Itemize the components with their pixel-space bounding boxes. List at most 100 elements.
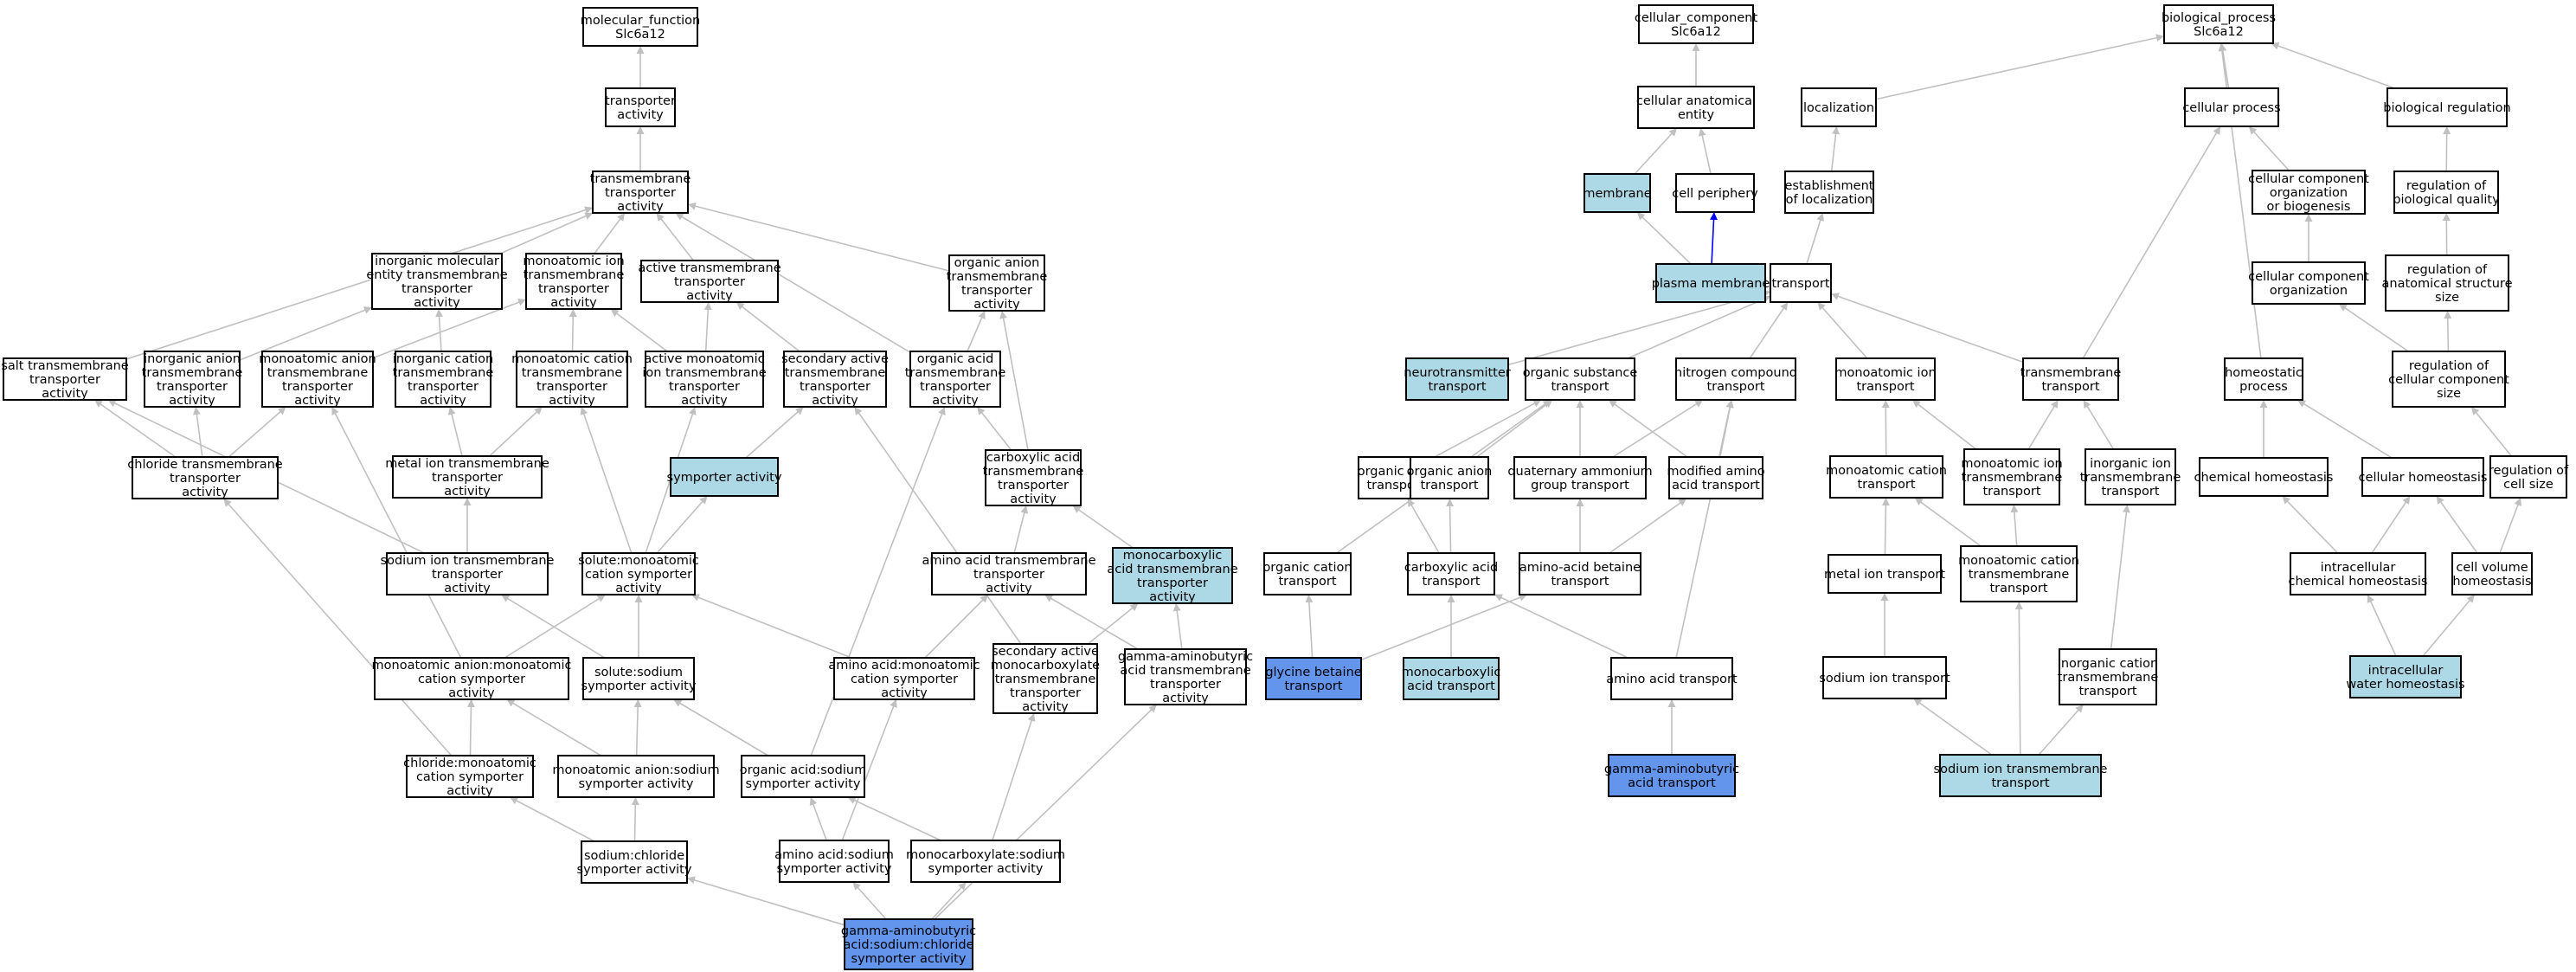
go-term-label-line: transport — [2102, 485, 2160, 499]
is-a-edge — [2443, 126, 2451, 172]
is-a-edge — [466, 698, 475, 756]
is-a-edge — [1911, 399, 1977, 450]
edge-aamonocation-to-solutemonocation — [691, 594, 852, 659]
is-a-edge — [2367, 594, 2397, 657]
edge-orgacidtransport-to-orgsubst — [1432, 399, 1542, 459]
go-term-label-line: organic acid:sodium — [740, 763, 866, 777]
go-term-label-line: entity — [1678, 108, 1715, 122]
go-term-label-line: transporter — [170, 472, 241, 486]
go-term-box — [1939, 754, 2102, 797]
edge-glycinebetaine-to-aabetaine — [1360, 594, 1528, 661]
edge-gabasodiumchloride-to-gabatm — [934, 704, 1158, 920]
go-term-label-line: establishment — [1785, 179, 1874, 193]
is-a-edge — [672, 698, 769, 756]
go-term-box — [645, 351, 764, 408]
is-a-edge — [2027, 399, 2059, 450]
edge-orgaaniontransport-to-orgsubst — [1476, 399, 1553, 458]
go-term-label-line: activity — [446, 784, 493, 798]
go-term-box — [1124, 648, 1247, 705]
is-a-edge — [228, 406, 287, 458]
go-term-label-line: process — [2239, 380, 2288, 394]
go-term-box — [1668, 456, 1763, 499]
go-term-node-organion: organic aniontransmembranetransporteract… — [947, 254, 1047, 312]
go-term-box — [581, 840, 688, 884]
go-term-label-line: carboxylic acid — [986, 451, 1080, 465]
go-term-label-line: activity — [444, 485, 491, 499]
go-term-label-line: modified amino — [1667, 465, 1764, 479]
go-term-label-line: regulation of — [2406, 179, 2487, 193]
go-term-label-line: activity — [448, 686, 495, 700]
go-term-label-line: cellular component — [2248, 270, 2369, 284]
go-term-label-line: transporter — [674, 275, 745, 289]
go-term-box — [2386, 87, 2508, 127]
is-a-edge — [1675, 399, 1734, 659]
edge-chloridemonocation-to-monoanionmonocation — [466, 698, 475, 756]
go-term-box — [985, 449, 1082, 506]
go-term-box — [1801, 87, 1877, 127]
is-a-edge — [1305, 594, 1314, 659]
go-term-box — [741, 755, 865, 798]
edge-carboxylic-to-organacid — [976, 406, 1012, 451]
go-term-label-line: cation symporter — [851, 673, 958, 686]
go-term-node-inorganion: inorganic aniontransmembranetransportera… — [142, 351, 242, 408]
go-term-label-line: acid transport — [1672, 479, 1760, 492]
is-a-edge — [967, 310, 986, 352]
go-term-label-line: activity — [414, 296, 460, 310]
edge-organacidsodium-to-organacid — [810, 406, 946, 756]
is-a-edge — [1494, 594, 1628, 659]
go-term-label-line: activity — [986, 582, 1032, 595]
is-a-edge — [976, 406, 1012, 451]
go-term-label-line: regulation of — [2409, 359, 2489, 373]
go-term-label-line: sodium ion transport — [1819, 672, 1950, 686]
go-term-box — [1828, 554, 1942, 594]
go-term-box — [1784, 171, 1874, 214]
edge-orgsubst-to-transport — [1627, 295, 1771, 359]
go-term-box — [1637, 86, 1755, 129]
go-term-node-sodiumion: sodium ion transmembranetransporteractiv… — [381, 552, 555, 595]
go-term-label-line: cellular_component — [1635, 11, 1758, 25]
is-a-edge — [2082, 126, 2221, 359]
go-term-box — [3, 357, 127, 401]
go-term-label-line: transmembrane — [995, 673, 1096, 686]
go-term-box — [2451, 552, 2533, 595]
is-a-edge — [331, 406, 462, 659]
edge-sodiumiontm-to-monocationtm — [2014, 601, 2023, 756]
edge-regbioq-to-bioreg — [2443, 126, 2451, 172]
edge-monocationtm-to-monocationtransport — [1914, 497, 1982, 547]
go-term-label-line: transport — [1551, 575, 1609, 589]
edge-carbacidtransport-to-orgacidtransport — [1407, 498, 1440, 554]
go-term-label-line: monoatomic anion:sodium — [552, 763, 719, 777]
go-term-box — [910, 840, 1061, 883]
go-term-label-line: activity — [932, 394, 979, 408]
go-term-label-line: transporter — [998, 479, 1069, 492]
is-a-edge — [1806, 212, 1825, 265]
edge-regccsize-to-cco — [2338, 303, 2409, 352]
go-term-label-line: transport — [1857, 380, 1915, 394]
go-term-box — [395, 351, 491, 408]
is-a-edge — [125, 206, 594, 360]
go-term-label-line: transporter — [29, 373, 100, 387]
go-term-box — [1265, 657, 1362, 700]
go-term-box — [1610, 657, 1733, 700]
go-term-label-line: sodium:chloride — [584, 849, 684, 863]
edge-organacid-to-organion — [967, 310, 986, 352]
edge-gabasodiumchloride-to-aasodium — [851, 881, 887, 920]
go-term-box — [581, 552, 696, 595]
edge-metalion-to-inorgcation — [447, 406, 463, 457]
go-term-box — [1960, 545, 2078, 602]
go-term-label-line: acid transport — [1407, 679, 1495, 693]
go-term-box — [1675, 173, 1755, 213]
edge-glycinebetaine-to-orgcationtransport — [1305, 594, 1314, 659]
go-term-node-chloride: chloride transmembranetransporteractivit… — [127, 456, 283, 499]
is-a-edge — [841, 698, 897, 841]
go-term-label-line: transmembrane — [267, 366, 369, 380]
go-term-label-line: monoatomic cation — [1958, 554, 2079, 568]
is-a-edge — [500, 594, 606, 659]
go-term-box — [1112, 547, 1233, 604]
go-term-box — [2361, 457, 2484, 497]
